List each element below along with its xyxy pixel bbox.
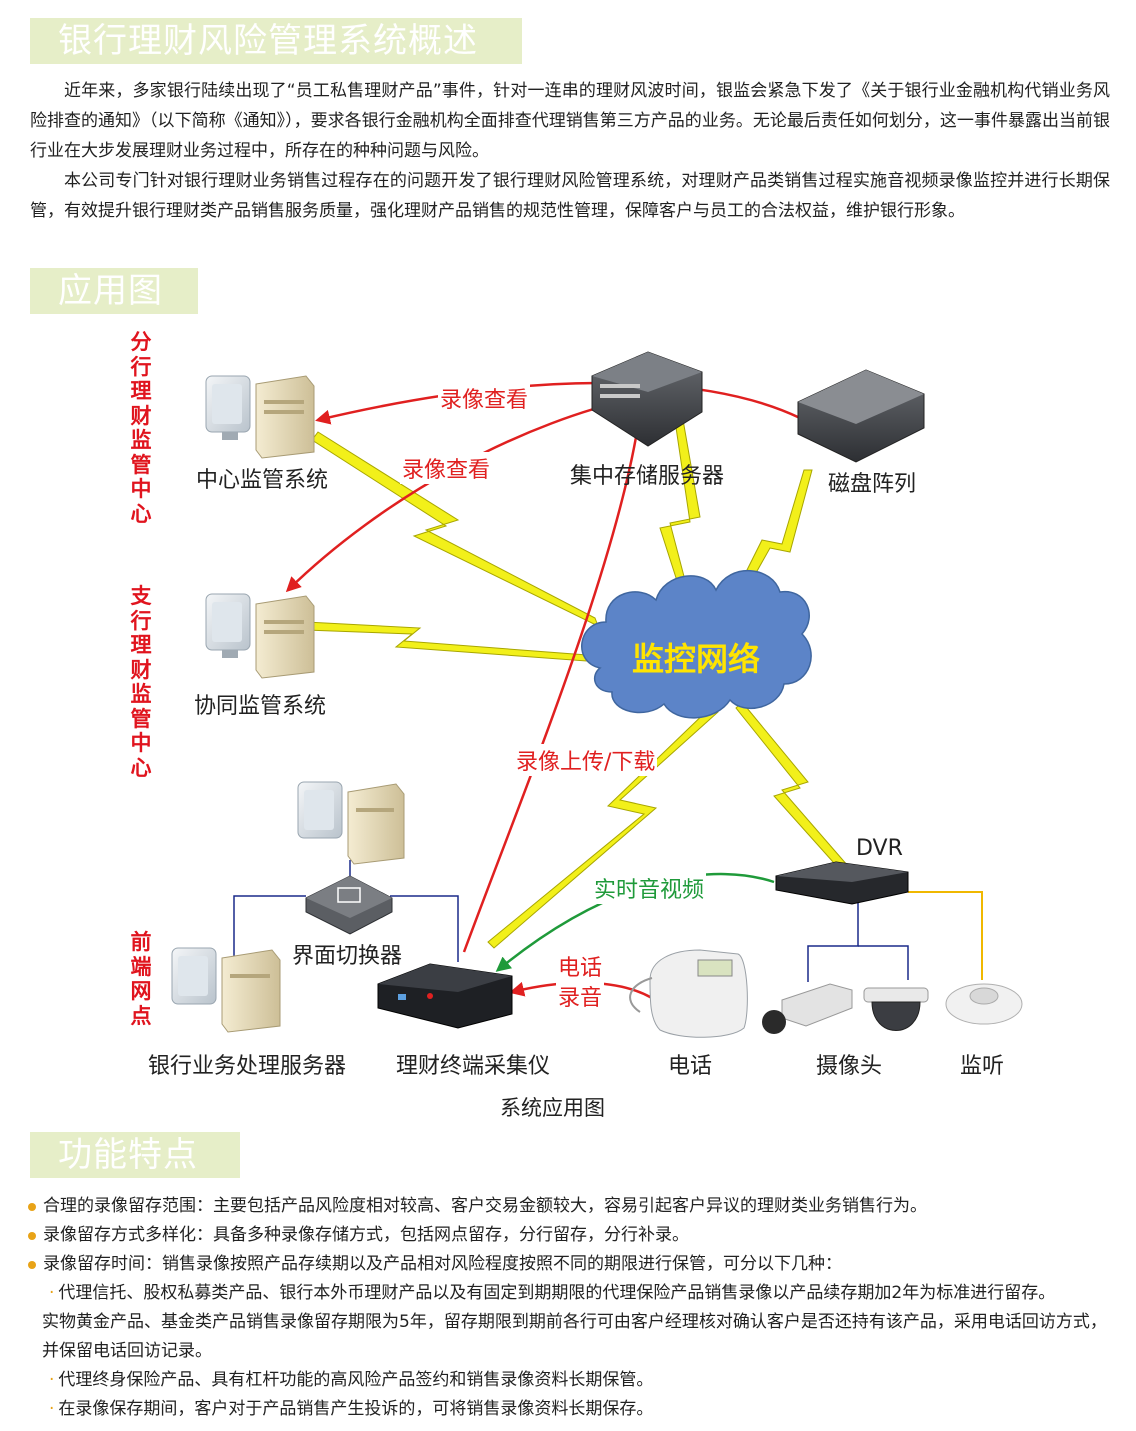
label-listener: 监听 xyxy=(960,1054,1005,1079)
application-title: 应用图 xyxy=(30,268,198,314)
label-terminal: 理财终端采集仪 xyxy=(396,1054,551,1079)
label-cooperative-monitor: 协同监管系统 xyxy=(194,694,327,719)
feature-subitem-continued: 实物黄金产品、基金类产品销售录像留存期限为5年，留存期限到期前各行可由客户经理核… xyxy=(42,1312,1107,1361)
flow-label-phone-2: 录音 xyxy=(556,980,605,1012)
overview-paragraph-2: 本公司专门针对银行理财业务销售过程存在的问题开发了银行理财风险管理系统，对理财产… xyxy=(30,171,1110,221)
bullet-dot-icon xyxy=(28,1232,36,1240)
box-camera xyxy=(762,983,853,1034)
bullet-dot-icon xyxy=(28,1203,36,1211)
storage-server xyxy=(591,351,703,447)
telephone-device xyxy=(629,949,748,1038)
feature-subitem: ·在录像保存期间，客户对于产品销售产生投诉的，可将销售录像资料长期保存。 xyxy=(49,1399,654,1419)
dome-camera xyxy=(863,987,929,1031)
feature-item: 录像留存方式多样化：具备多种录像存储方式，包括网点留存，分行留存，分行补录。 xyxy=(28,1221,1113,1250)
flow-label-view-2: 录像查看 xyxy=(400,452,493,484)
frontend-computer xyxy=(297,781,405,865)
network-cloud xyxy=(581,569,812,719)
label-dvr: DVR xyxy=(856,836,903,861)
link-network-terminal xyxy=(487,705,719,949)
wire-yellow xyxy=(908,891,983,980)
bank-server-computer xyxy=(171,947,281,1033)
central-monitor-computer xyxy=(205,375,315,459)
feature-subitem: ·代理信托、股权私募类产品、银行本外币理财产品以及有固定到期期限的代理保险产品销… xyxy=(49,1283,1056,1303)
link-coop-network xyxy=(305,621,601,663)
diagram-caption: 系统应用图 xyxy=(500,1096,605,1120)
sub-bullet-icon: · xyxy=(49,1399,55,1419)
label-camera: 摄像头 xyxy=(816,1054,883,1079)
label-bank-server: 银行业务处理服务器 xyxy=(148,1054,347,1079)
label-network: 监控网络 xyxy=(632,640,761,678)
feature-item: 合理的录像留存范围：主要包括产品风险度相对较高、客户交易金额较大，容易引起客户异… xyxy=(28,1192,1113,1221)
features-list: 合理的录像留存范围：主要包括产品风险度相对较高、客户交易金额较大，容易引起客户异… xyxy=(28,1192,1113,1424)
arrow-upload xyxy=(462,409,646,953)
overview-paragraph-1: 近年来，多家银行陆续出现了“员工私售理财产品”事件，针对一连串的理财风波时间，银… xyxy=(30,81,1110,161)
flow-label-realtime: 实时音视频 xyxy=(592,872,707,904)
label-storage-server: 集中存储服务器 xyxy=(570,464,725,489)
listener-device xyxy=(945,983,1023,1025)
arrow-view-central xyxy=(315,381,801,425)
interface-switcher xyxy=(305,875,393,935)
link-network-dvr xyxy=(735,701,849,873)
flow-label-phone-1: 电话 xyxy=(556,950,605,982)
bullet-dot-icon xyxy=(28,1261,36,1269)
flow-label-upload: 录像上传/下载 xyxy=(514,744,658,776)
zone-label-frontend: 前端网点 xyxy=(130,930,152,1028)
overview-title: 银行理财风险管理系统概述 xyxy=(30,18,522,64)
zone-label-branch: 分行理财监管中心 xyxy=(130,330,152,526)
link-storage-network xyxy=(659,413,701,585)
overview-text: 近年来，多家银行陆续出现了“员工私售理财产品”事件，针对一连串的理财风波时间，银… xyxy=(30,76,1110,226)
sub-bullet-icon: · xyxy=(49,1283,55,1303)
wires-blue xyxy=(233,860,909,982)
disk-array xyxy=(797,369,925,463)
label-switcher: 界面切换器 xyxy=(292,944,403,969)
label-central-monitor: 中心监管系统 xyxy=(196,468,329,493)
cooperative-monitor-computer xyxy=(205,593,315,679)
feature-item: 录像留存时间：销售录像按照产品存续期以及产品相对风险程度按照不同的期限进行保管，… xyxy=(28,1250,1113,1279)
terminal-collector xyxy=(377,963,513,1029)
feature-subitem: ·代理终身保险产品、具有杠杆功能的高风险产品签约和销售录像资料长期保管。 xyxy=(49,1370,654,1390)
flow-label-view-1: 录像查看 xyxy=(438,382,531,414)
dvr-device xyxy=(775,861,909,905)
label-phone: 电话 xyxy=(668,1054,713,1079)
zone-label-subbranch: 支行理财监管中心 xyxy=(130,584,152,780)
sub-bullet-icon: · xyxy=(49,1370,55,1390)
features-title: 功能特点 xyxy=(30,1132,240,1178)
label-disk-array: 磁盘阵列 xyxy=(828,472,917,497)
